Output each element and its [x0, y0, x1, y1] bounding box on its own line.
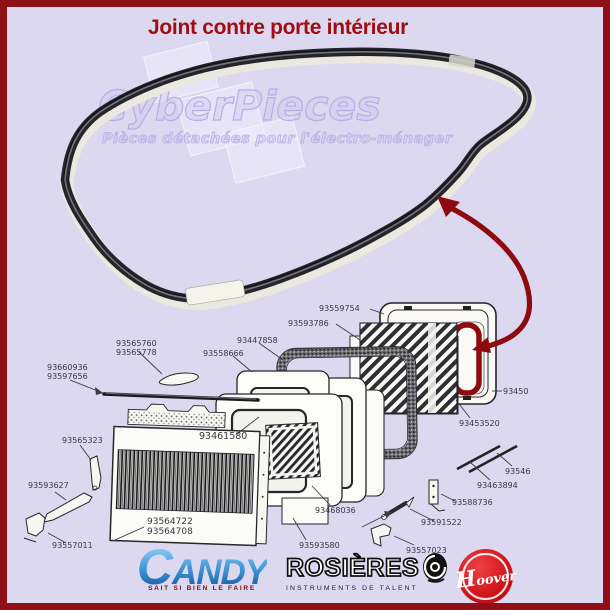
part-label-93564722: 93564722	[147, 517, 193, 527]
seal-joint-patch	[448, 54, 476, 69]
clip-part	[158, 372, 199, 386]
part-label-93447858: 93447858	[237, 336, 278, 345]
part-label-93593627: 93593627	[28, 481, 69, 490]
part-label-93453520: 93453520	[459, 419, 500, 428]
hoover-wordmark: Hoover	[453, 564, 518, 594]
part-label-93461580: 93461580	[199, 431, 248, 442]
part-label-93450: 93450	[503, 387, 529, 396]
part-label-93559754: 93559754	[319, 304, 360, 313]
perforated-strip	[127, 403, 226, 429]
part-label-93558666: 93558666	[203, 349, 244, 358]
long-rod-part	[102, 392, 260, 402]
front-inner-panel	[109, 425, 271, 547]
left-small-parts	[23, 455, 102, 543]
part-label-93565323: 93565323	[62, 436, 103, 445]
candy-logo: CANDY SAIT SI BIEN LE FAIRE	[122, 546, 282, 592]
rosieres-logo: ROSIÈRES INSTRUMENTS DE TALENT	[285, 552, 466, 592]
part-label-93557011: 93557011	[52, 541, 93, 550]
candy-tagline: SAIT SI BIEN LE FAIRE	[148, 585, 256, 592]
part-label-93593786: 93593786	[288, 319, 329, 328]
part-label-93565778: 93565778	[116, 348, 157, 357]
part-label-93588736: 93588736	[452, 498, 493, 507]
exploded-door-assembly	[23, 302, 518, 547]
hoover-logo: Hoover	[454, 549, 517, 604]
seal-splice-sleeve	[185, 279, 245, 306]
candy-wordmark: CANDY	[136, 539, 268, 595]
leader-lines	[47, 308, 513, 546]
part-label-93564708: 93564708	[147, 527, 193, 537]
part-label-93463894: 93463894	[477, 481, 518, 490]
rosieres-swirl-icon	[423, 553, 448, 583]
part-label-93591522: 93591522	[421, 518, 462, 527]
part-label-93546: 93546	[505, 467, 531, 476]
small-hatched-panel	[265, 422, 321, 480]
rosieres-tagline: INSTRUMENTS DE TALENT	[286, 585, 418, 592]
part-label-93597656: 93597656	[47, 372, 88, 381]
part-label-93660936: 93660936	[47, 363, 88, 372]
rosieres-wordmark: ROSIÈRES	[285, 553, 420, 583]
watermark-tagline: Pièces détachées pour l'électro-ménager	[102, 131, 453, 148]
page-title: Joint contre porte intérieur	[148, 16, 408, 39]
red-pointer-arrow	[437, 196, 533, 353]
part-label-93593580: 93593580	[299, 541, 340, 550]
part-label-93565760: 93565760	[116, 339, 157, 348]
part-label-93557023: 93557023	[406, 546, 447, 555]
door-seal-photo	[60, 47, 536, 310]
part-label-93468036: 93468036	[315, 506, 356, 515]
